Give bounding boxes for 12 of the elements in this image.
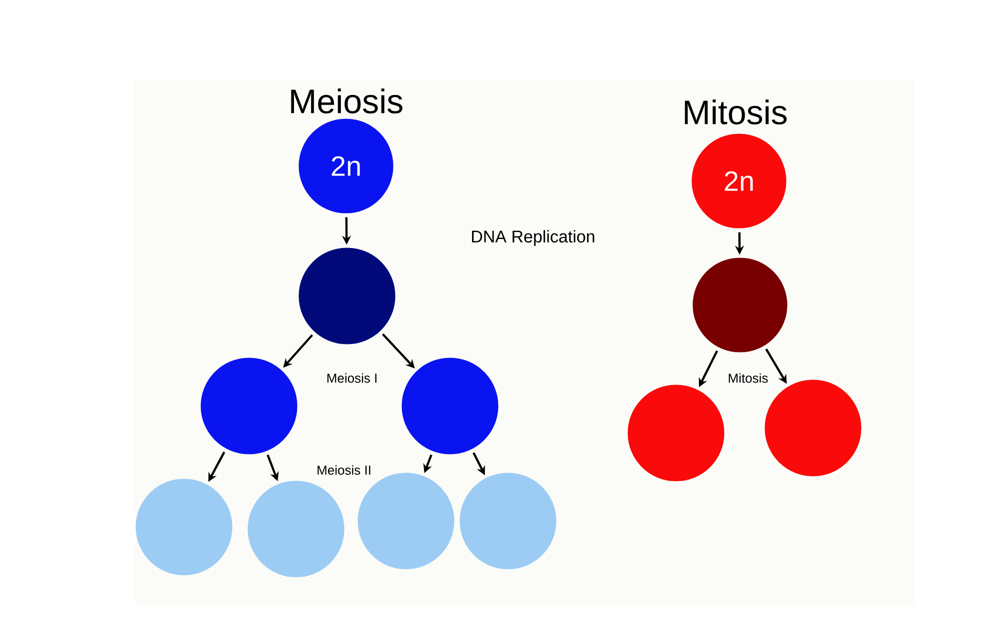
process-label: Mitosis <box>728 373 768 383</box>
process-label: DNA Replication <box>472 230 594 246</box>
cell-circle <box>200 358 298 454</box>
process-label: Meiosis I <box>327 373 376 383</box>
cell-circle <box>248 480 344 578</box>
cell-circle <box>136 478 232 576</box>
cell-circle <box>402 358 498 454</box>
cell-circle <box>692 258 788 352</box>
cell-circle <box>298 248 396 344</box>
process-label: Meiosis II <box>318 465 370 475</box>
cell-circle <box>460 472 556 570</box>
cell-circle <box>628 384 724 482</box>
